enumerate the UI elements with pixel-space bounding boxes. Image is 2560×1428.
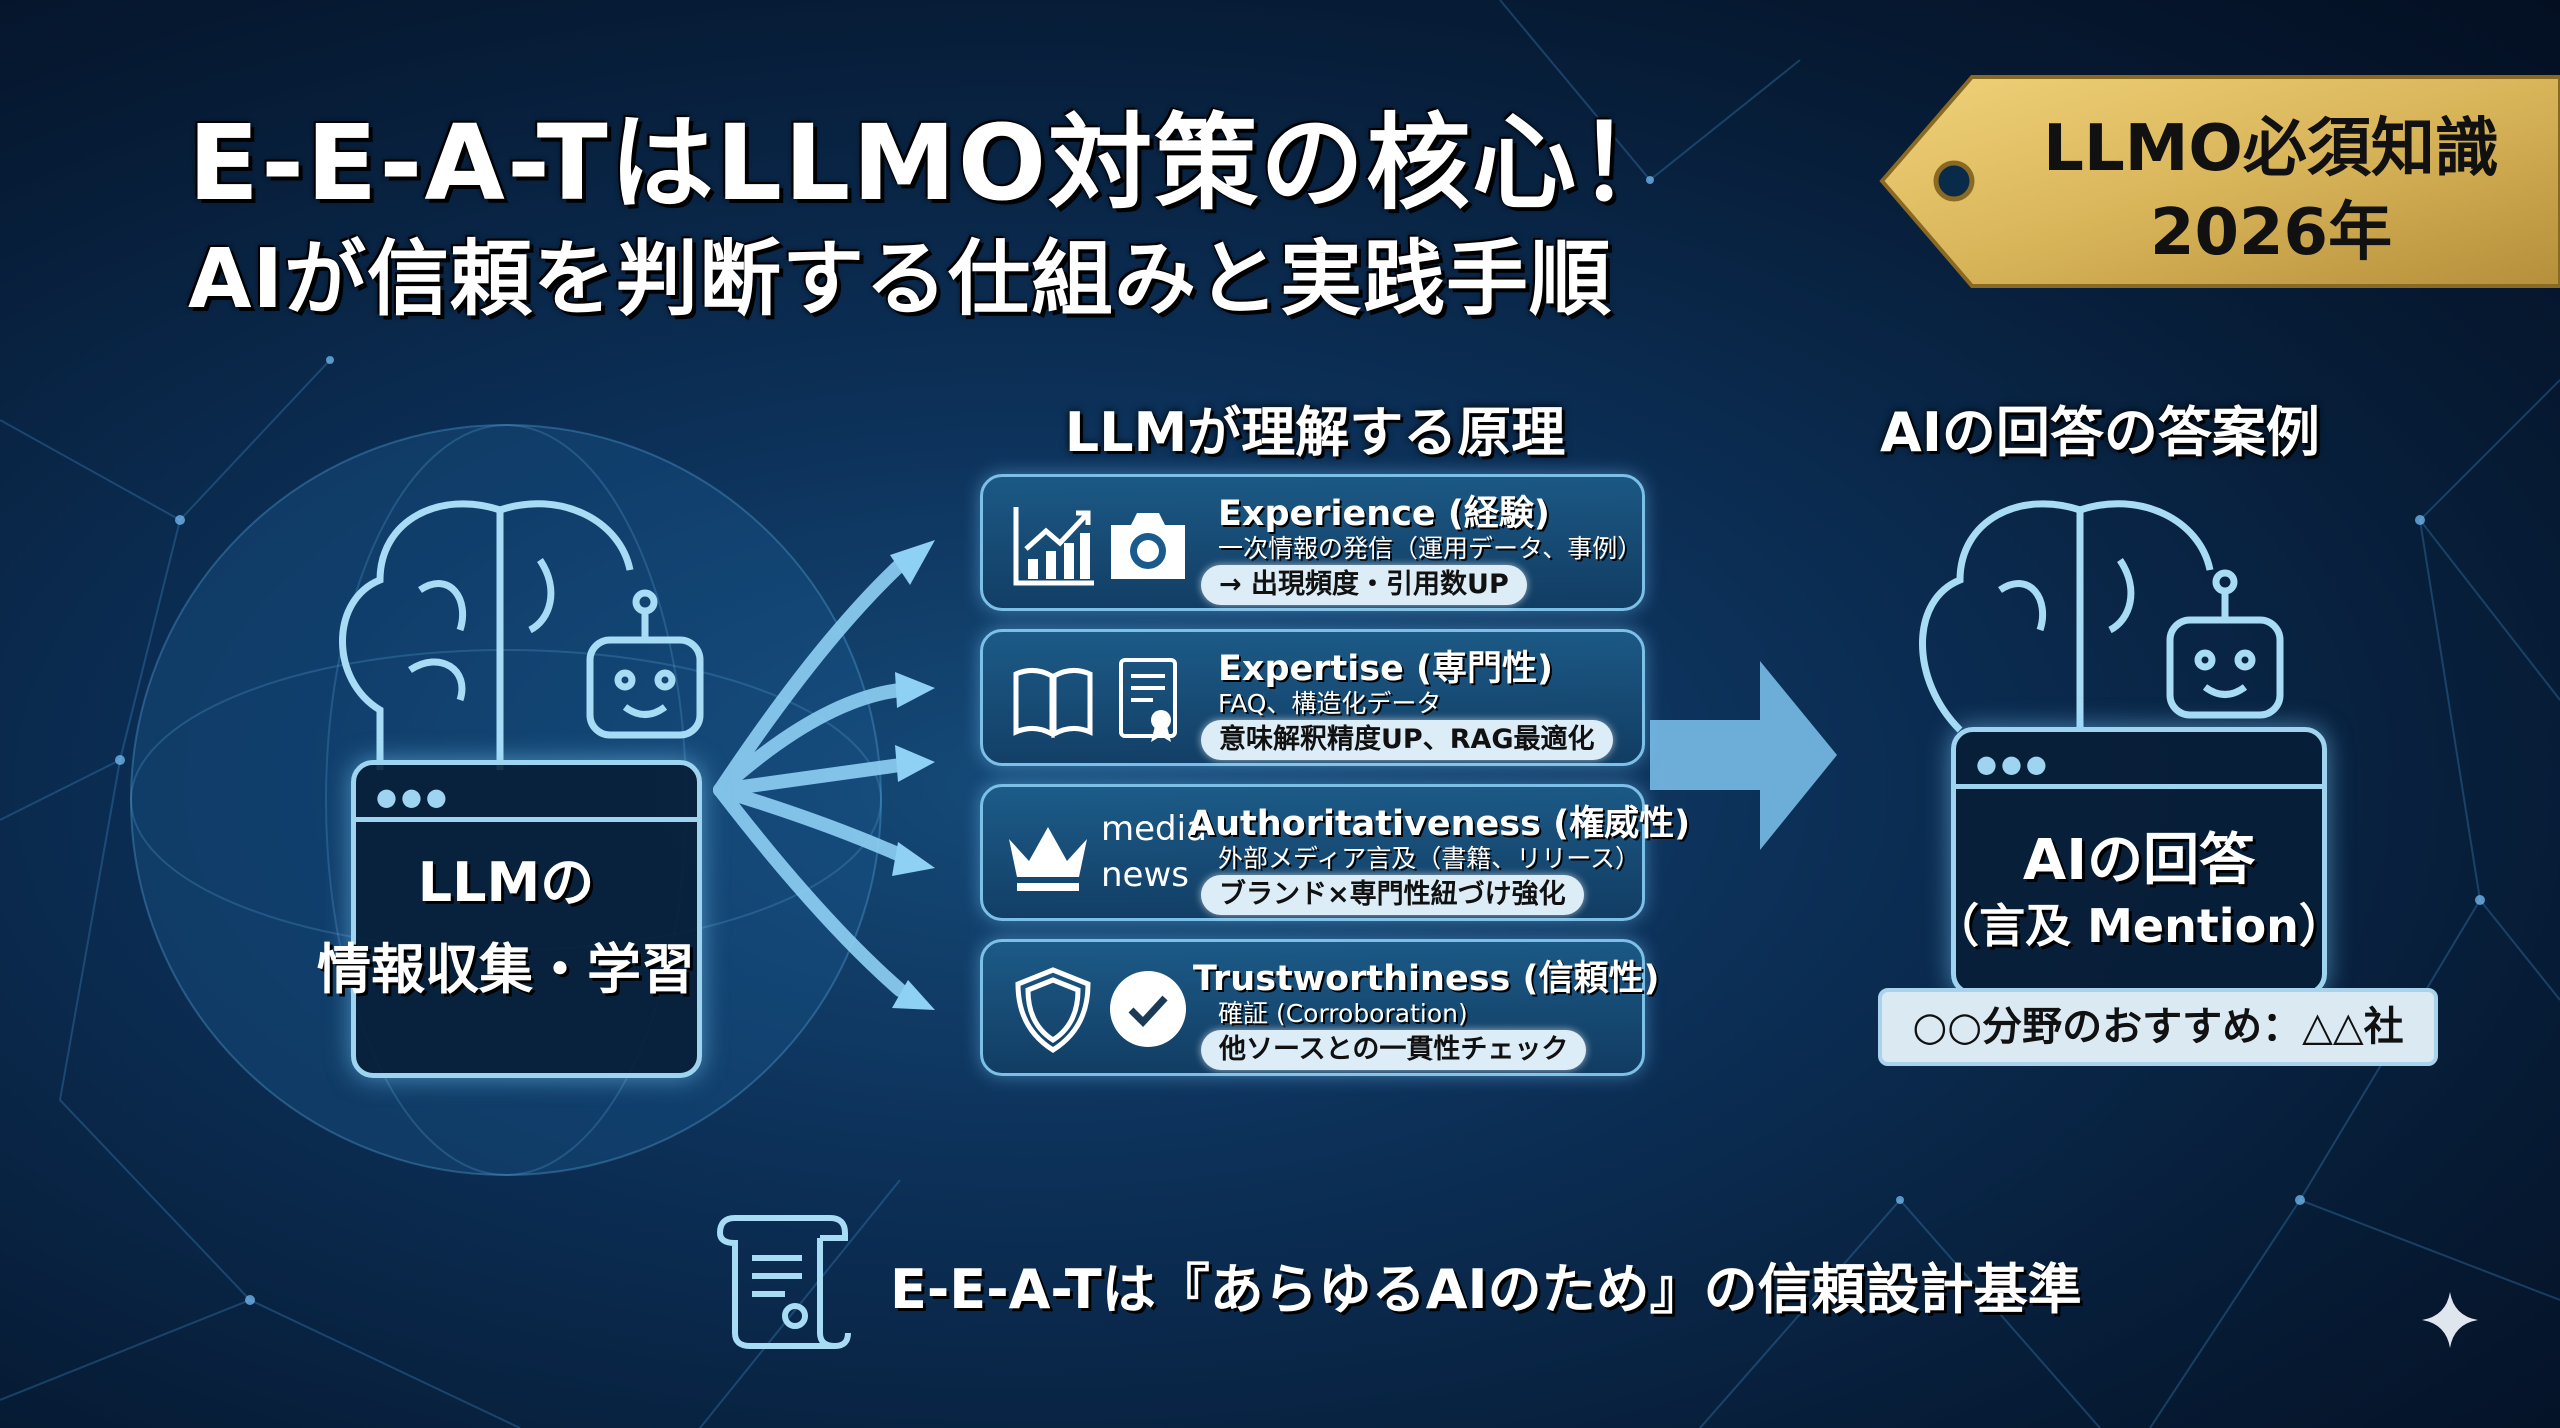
window-dots-icon: ●●● [376, 783, 451, 811]
chart-growth-icon [1013, 507, 1094, 586]
tag-shape [1879, 75, 2560, 288]
brain-robot-icon [1919, 500, 2284, 733]
center-heading: LLMが理解する原理 [1064, 401, 1566, 464]
badge-line1: LLMO必須知識 [2043, 112, 2499, 186]
right-heading: AIの回答の答案例 [1880, 401, 2320, 464]
open-book-icon [1013, 668, 1093, 739]
card-authoritativeness: media news Authoritativeness (権威性) 外部メディ… [980, 784, 1690, 921]
ai-answer-window: ●●● [1951, 727, 2327, 996]
card-title: Trustworthiness (信頼性) [1193, 959, 1660, 999]
left-label-line2: 情報収集・学習 [317, 938, 695, 1001]
card-title: Expertise (専門性) [1218, 649, 1554, 689]
badge-line2: 2026年 [2149, 196, 2393, 270]
card-result-pill: → 出現頻度・引用数UP [1201, 565, 1527, 605]
llm-window: ●●● [351, 760, 702, 1078]
card-result-pill: 他ソースとの一貫性チェック [1201, 1030, 1587, 1070]
check-circle-icon [1110, 971, 1186, 1047]
badge-tag: LLMO必須知識 2026年 [1862, 69, 2560, 294]
card-subtitle: 外部メディア言及（書籍、リリース） [1218, 844, 1641, 873]
card-experience: Experience (経験) 一次情報の発信（運用データ、事例） → 出現頻度… [980, 474, 1645, 611]
card-title: Authoritativeness (権威性) [1188, 804, 1691, 844]
shield-icon [1015, 967, 1091, 1053]
news-label: news [1101, 855, 1189, 895]
answer-line2: （言及 Mention） [1933, 899, 2345, 953]
left-label-line1: LLMの [417, 851, 595, 914]
answer-bubble: ○○分野のおすすめ：△△社 [1878, 988, 2438, 1066]
footer-statement: E-E-A-Tは『あらゆるAIのため』の信頼設計基準 [890, 1258, 2082, 1321]
card-trustworthiness: Trustworthiness (信頼性) 確証 (Corroboration)… [980, 939, 1660, 1076]
card-result-pill: ブランド×専門性紐づけ強化 [1201, 875, 1584, 915]
card-subtitle: 確証 (Corroboration) [1218, 999, 1468, 1028]
camera-icon [1111, 513, 1185, 579]
sparkle-icon [2422, 1292, 2478, 1348]
window-dots-icon: ●●● [1976, 750, 2051, 778]
crown-icon [1009, 827, 1087, 891]
card-result-pill: 意味解釈精度UP、RAG最適化 [1201, 720, 1613, 760]
card-expertise: Expertise (専門性) FAQ、構造化データ 意味解釈精度UP、RAG最… [980, 629, 1645, 766]
certificate-icon [1119, 658, 1177, 742]
media-label: media [1101, 809, 1207, 849]
card-title: Experience (経験) [1218, 494, 1550, 534]
answer-line1: AIの回答 [2022, 828, 2256, 893]
subtitle: AIが信頼を判断する仕組みと実践手順 [188, 232, 1612, 327]
card-subtitle: FAQ、構造化データ [1218, 689, 1442, 718]
brain-robot-icon [339, 500, 704, 770]
card-subtitle: 一次情報の発信（運用データ、事例） [1218, 534, 1643, 563]
scroll-document-icon [716, 1215, 851, 1350]
main-title: E-E-A-TはLLMO対策の核心！ [188, 102, 1685, 224]
